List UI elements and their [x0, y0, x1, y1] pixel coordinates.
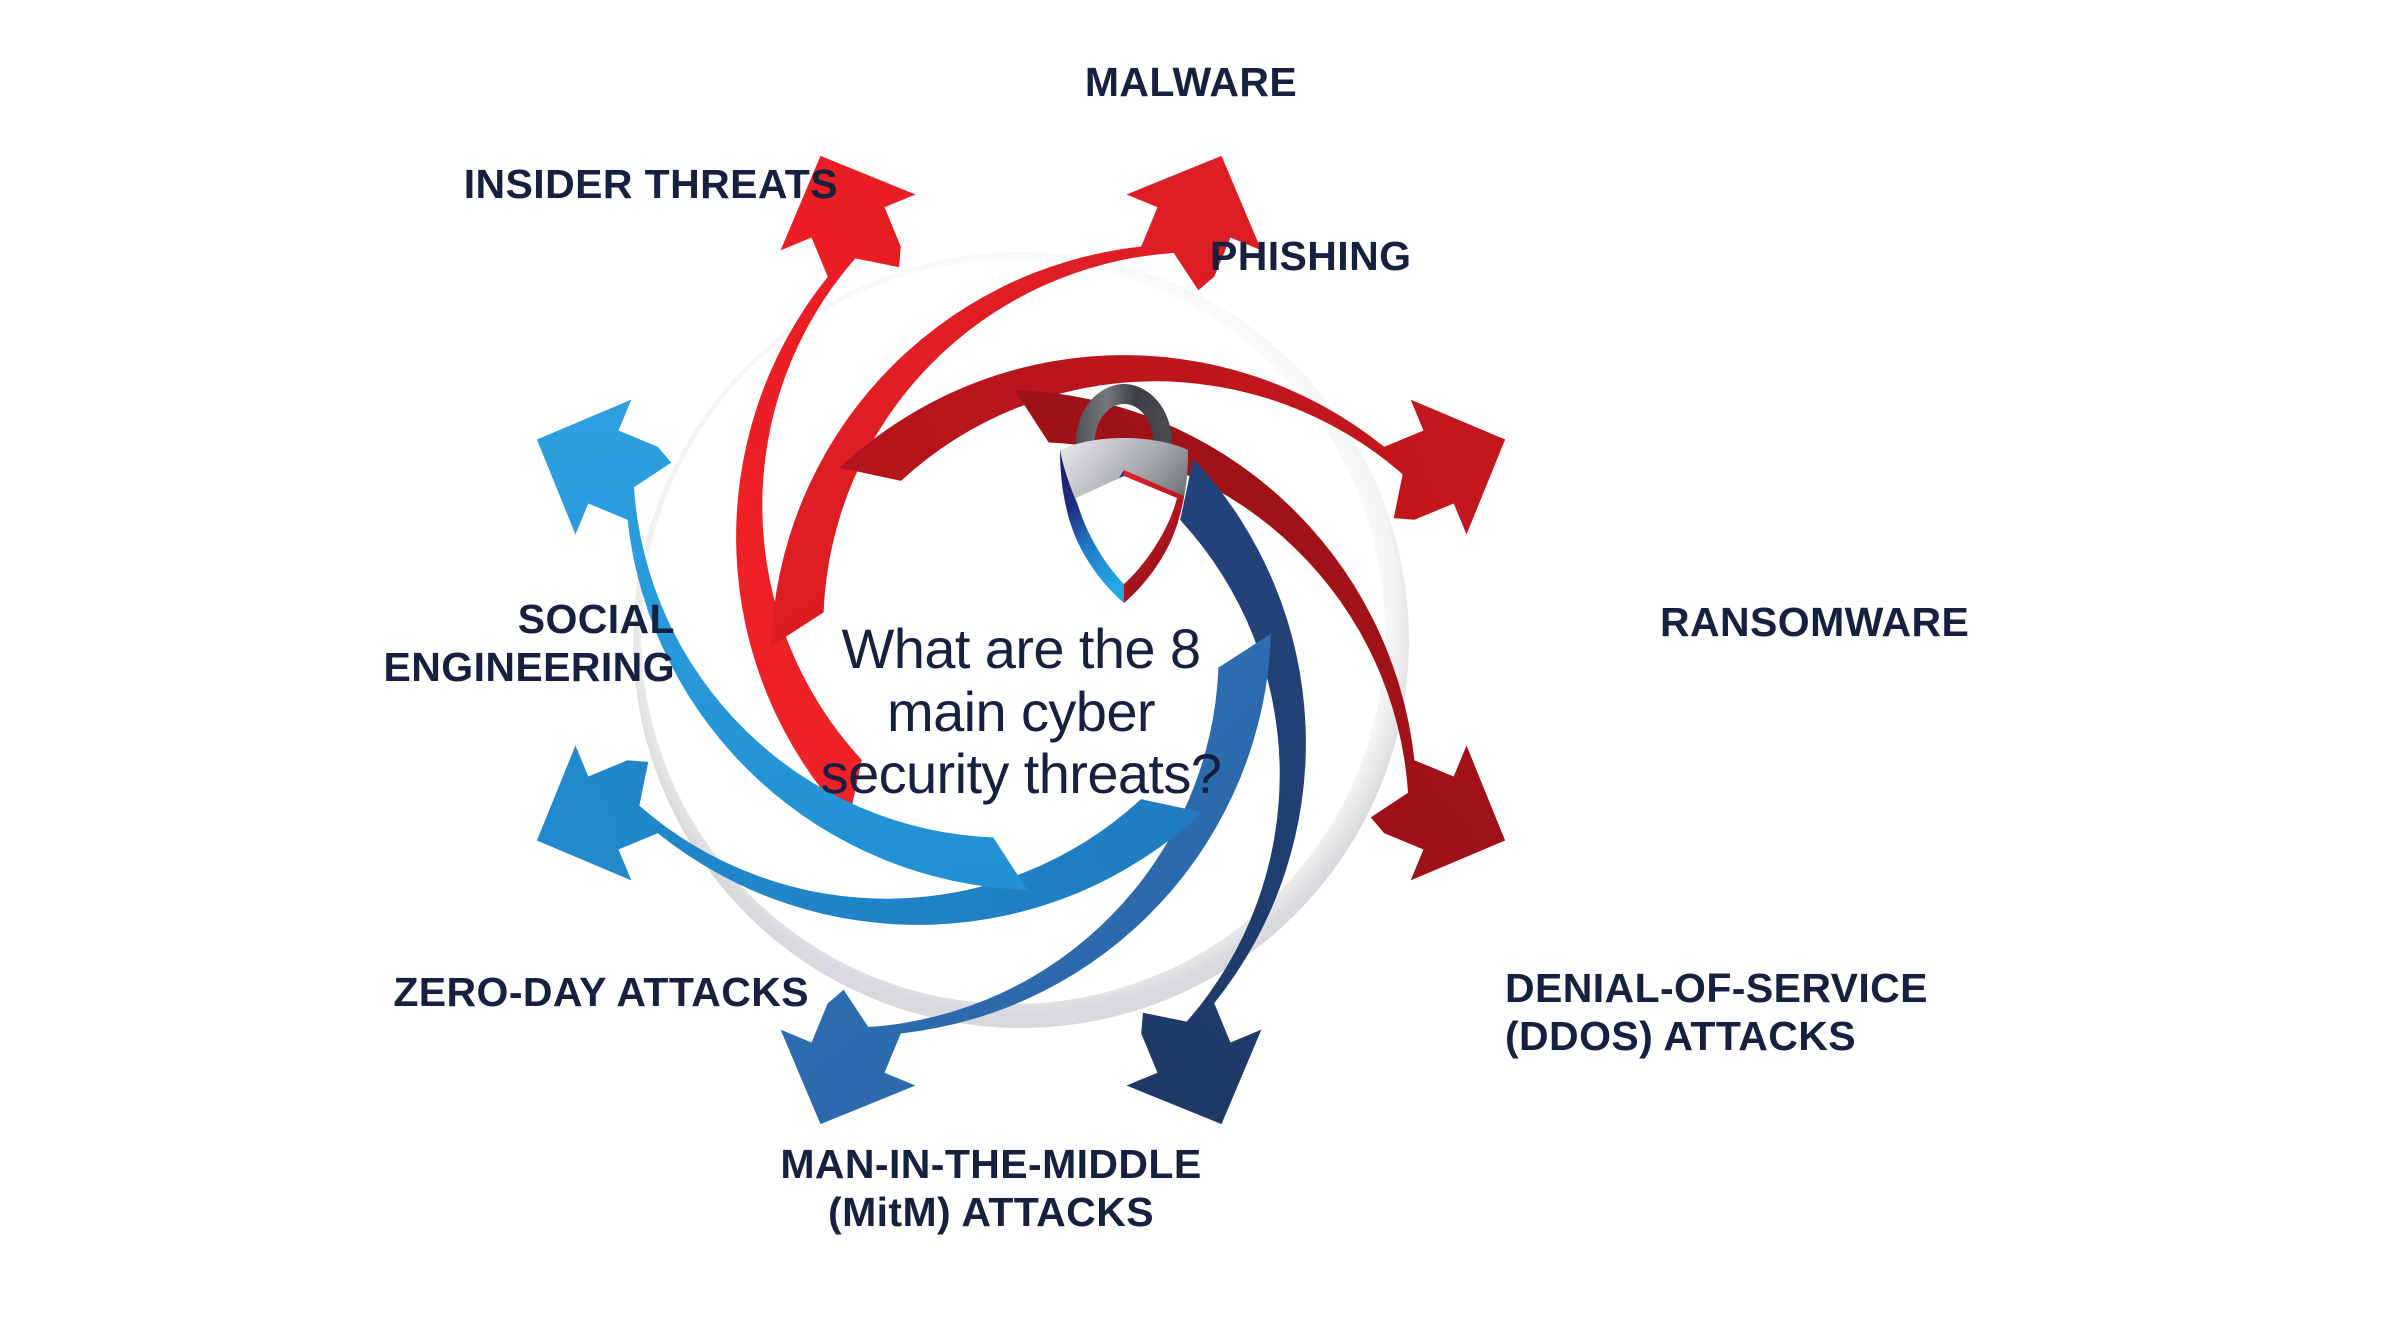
arrow-segment-malware	[736, 155, 916, 822]
label-insider-threats[interactable]: INSIDER THREATS	[463, 161, 838, 207]
arrow-segment-ddos	[1014, 390, 1506, 881]
arrow-segment-social-engineering	[536, 745, 1203, 925]
label-zero-day-attacks[interactable]: ZERO-DAY ATTACKS	[393, 969, 809, 1015]
label-ransomware[interactable]: RANSOMWARE	[1660, 599, 1970, 645]
label-phishing[interactable]: PHISHING	[1210, 233, 1412, 279]
shield-lock-logo	[1014, 378, 1234, 606]
center-question-text: What are the 8 main cyber security threa…	[820, 617, 1222, 806]
label-social-engineering[interactable]: SOCIAL ENGINEERING	[383, 596, 675, 691]
arrow-segment-phishing	[771, 155, 1262, 647]
arrow-segment-zero-day	[780, 633, 1271, 1125]
padlock-shackle-icon	[1076, 384, 1172, 450]
arrow-segment-ransomware	[839, 355, 1506, 535]
label-man-in-the-middle-attacks[interactable]: MAN-IN-THE-MIDDLE (MitM) ATTACKS	[780, 1141, 1202, 1236]
arrow-segment-mitm	[1126, 458, 1306, 1125]
arrow-segment-insider-threats	[536, 399, 1028, 890]
threat-cycle-ring	[511, 130, 1531, 1150]
label-malware[interactable]: MALWARE	[1084, 59, 1298, 105]
label-denial-of-service-attacks[interactable]: DENIAL-OF-SERVICE (DDOS) ATTACKS	[1505, 965, 1928, 1060]
